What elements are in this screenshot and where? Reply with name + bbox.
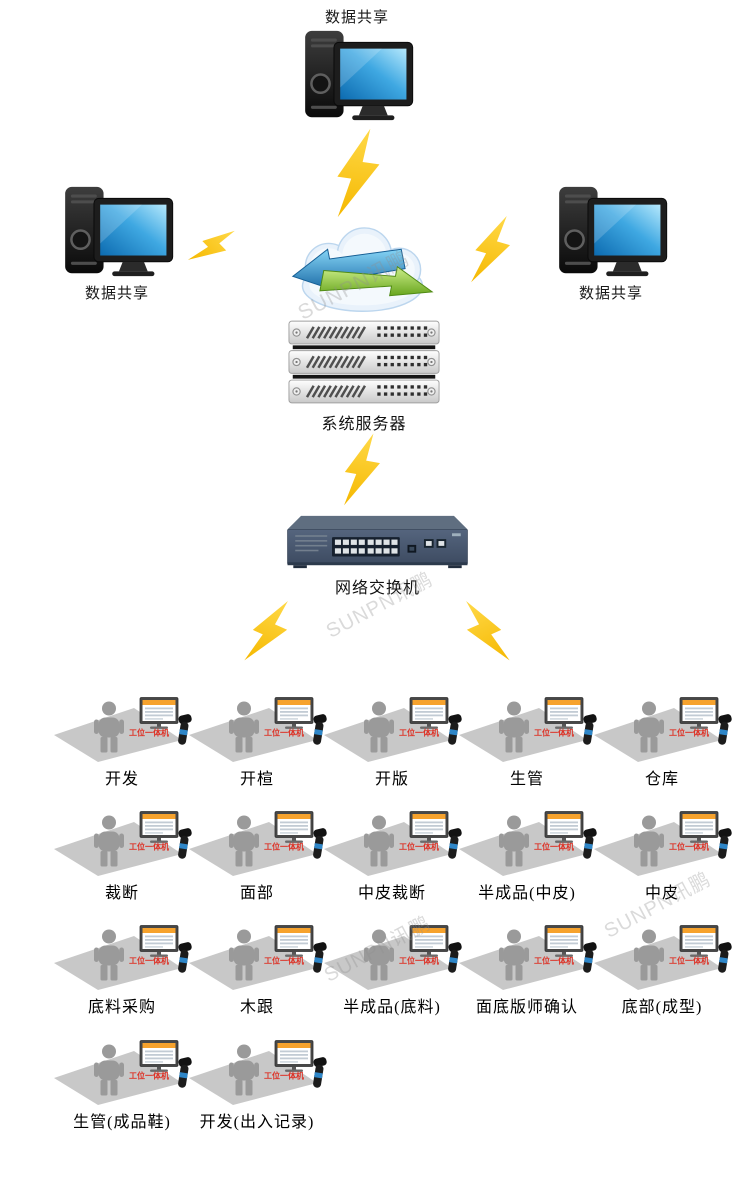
workstation-icon <box>187 925 327 991</box>
workstation-icon <box>592 697 732 763</box>
desktop-computer-icon <box>298 28 416 124</box>
workstation: 中皮裁断 <box>322 811 462 903</box>
workstation: 面部 <box>187 811 327 903</box>
workstation: 生管(成品鞋) <box>52 1040 192 1132</box>
lightning-connector-icon <box>338 429 387 510</box>
lightning-connector-icon <box>455 592 515 672</box>
workstation: 半成品(中皮) <box>457 811 597 903</box>
right-computer-label: 数据共享 <box>578 285 643 302</box>
workstation: 木跟 <box>187 925 327 1017</box>
workstation-icon <box>457 697 597 763</box>
workstation-icon <box>187 1040 327 1106</box>
workstation: 半成品(底料) <box>322 925 462 1017</box>
workstation-label: 木跟 <box>239 999 274 1016</box>
workstation: 开版 <box>322 697 462 789</box>
workstation-icon <box>52 811 192 877</box>
lightning-connector-icon <box>183 217 243 276</box>
workstation-label: 底部(成型) <box>621 999 703 1016</box>
switch-label: 网络交换机 <box>334 580 420 597</box>
desktop-computer-icon <box>58 184 176 280</box>
workstation-label: 面部 <box>239 885 274 902</box>
cloud-sync-icon <box>285 226 440 318</box>
server-stack-icon <box>288 318 440 406</box>
workstation-icon <box>322 697 462 763</box>
workstation: 底料采购 <box>52 925 192 1017</box>
workstation-label: 中皮 <box>644 885 679 902</box>
workstation-label: 生管 <box>509 771 544 788</box>
workstation-icon <box>187 811 327 877</box>
workstation-label: 开楦 <box>239 771 274 788</box>
workstation-label: 半成品(底料) <box>343 999 441 1016</box>
workstation: 面底版师确认 <box>457 925 597 1017</box>
workstation-label: 生管(成品鞋) <box>73 1114 171 1131</box>
workstation-label: 半成品(中皮) <box>478 885 576 902</box>
workstation: 仓库 <box>592 697 732 789</box>
workstation-label: 开版 <box>374 771 409 788</box>
workstation-icon <box>322 811 462 877</box>
lightning-connector-icon <box>332 124 385 224</box>
workstation: 开发 <box>52 697 192 789</box>
workstation: 裁断 <box>52 811 192 903</box>
workstation-icon <box>187 697 327 763</box>
left-computer-label: 数据共享 <box>84 285 149 302</box>
workstation: 开发(出入记录) <box>187 1040 327 1132</box>
lightning-connector-icon <box>239 592 299 672</box>
workstation-icon <box>52 1040 192 1106</box>
workstation-icon <box>322 925 462 991</box>
workstation-icon <box>457 925 597 991</box>
workstation-label: 中皮裁断 <box>357 885 426 902</box>
workstation-icon <box>52 925 192 991</box>
lightning-connector-icon <box>465 205 519 295</box>
workstation-label: 面底版师确认 <box>475 999 578 1016</box>
workstation: 生管 <box>457 697 597 789</box>
network-switch-icon <box>285 512 470 572</box>
workstation: 底部(成型) <box>592 925 732 1017</box>
workstation-icon <box>592 925 732 991</box>
workstation: 开楦 <box>187 697 327 789</box>
workstation-label: 开发 <box>104 771 139 788</box>
workstation-icon <box>52 697 192 763</box>
server-label: 系统服务器 <box>321 416 407 433</box>
workstation: 中皮 <box>592 811 732 903</box>
workstation-label: 开发(出入记录) <box>199 1114 315 1131</box>
workstation-label: 裁断 <box>104 885 139 902</box>
desktop-computer-icon <box>552 184 670 280</box>
top-computer-label: 数据共享 <box>324 9 389 26</box>
workstation-label: 底料采购 <box>87 999 156 1016</box>
workstation-icon <box>592 811 732 877</box>
workstation-icon <box>457 811 597 877</box>
workstation-label: 仓库 <box>644 771 679 788</box>
